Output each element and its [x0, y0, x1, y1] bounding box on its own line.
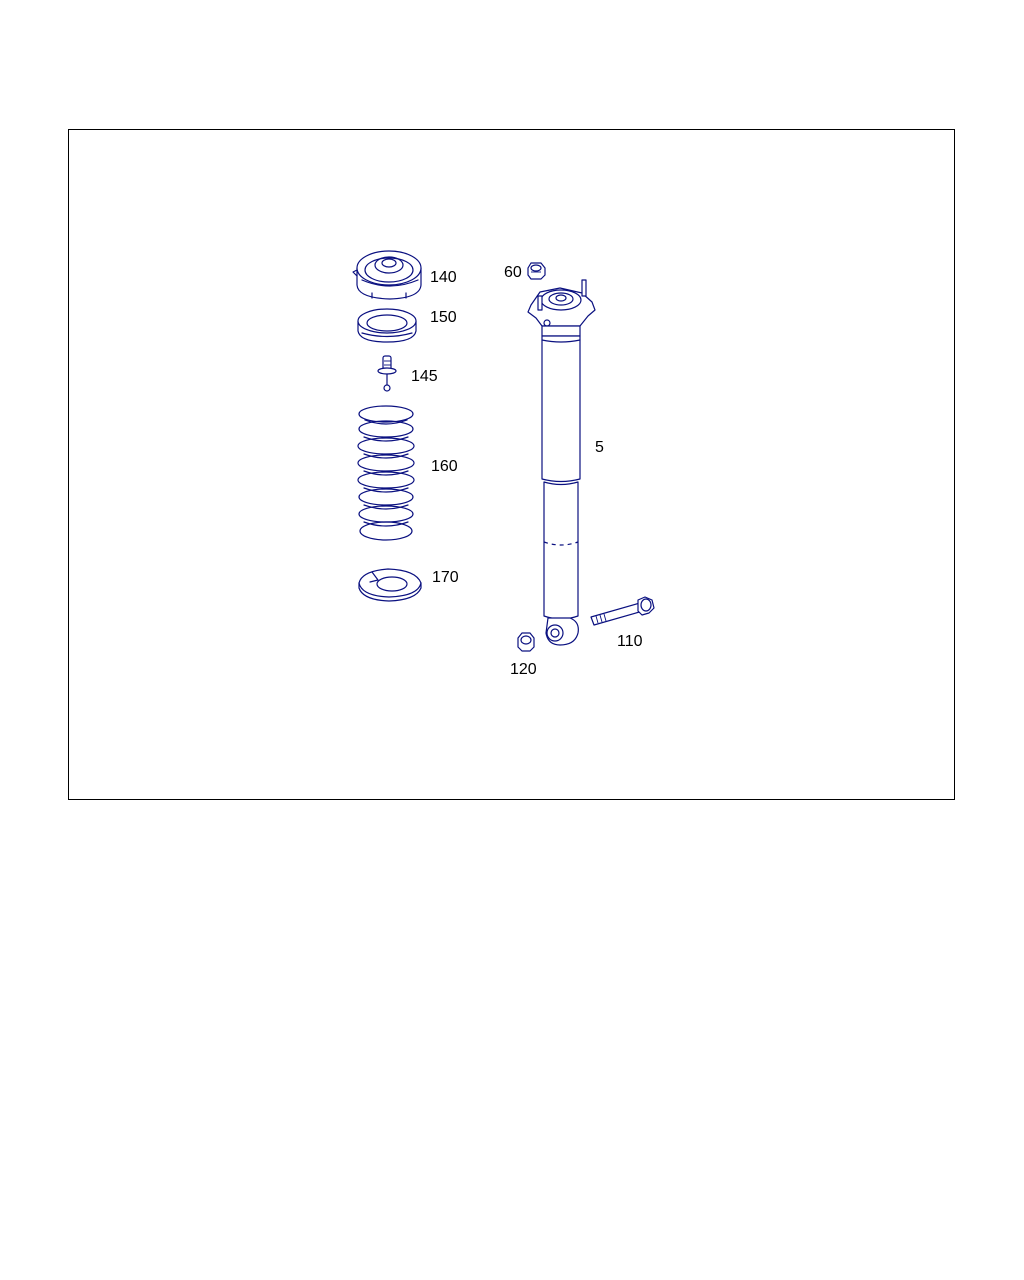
shock-absorber-5[interactable] [527, 279, 596, 646]
spring-pad-150[interactable] [357, 308, 417, 343]
label-170: 170 [432, 569, 459, 586]
label-145: 145 [411, 368, 438, 385]
label-160: 160 [431, 458, 458, 475]
diagram-frame [68, 129, 955, 800]
nut-120[interactable] [517, 632, 535, 652]
label-120: 120 [510, 661, 537, 678]
label-5: 5 [595, 439, 604, 456]
label-110: 110 [617, 633, 643, 650]
coil-spring-160[interactable] [357, 405, 415, 541]
label-150: 150 [430, 309, 457, 326]
nut-60[interactable] [527, 262, 546, 280]
label-140: 140 [430, 269, 457, 286]
lower-spring-seat-170[interactable] [358, 568, 422, 602]
top-mount-140[interactable] [352, 250, 422, 300]
bumpstop-pin-145[interactable] [377, 355, 397, 392]
label-60: 60 [504, 264, 522, 281]
bolt-110[interactable] [590, 596, 655, 626]
